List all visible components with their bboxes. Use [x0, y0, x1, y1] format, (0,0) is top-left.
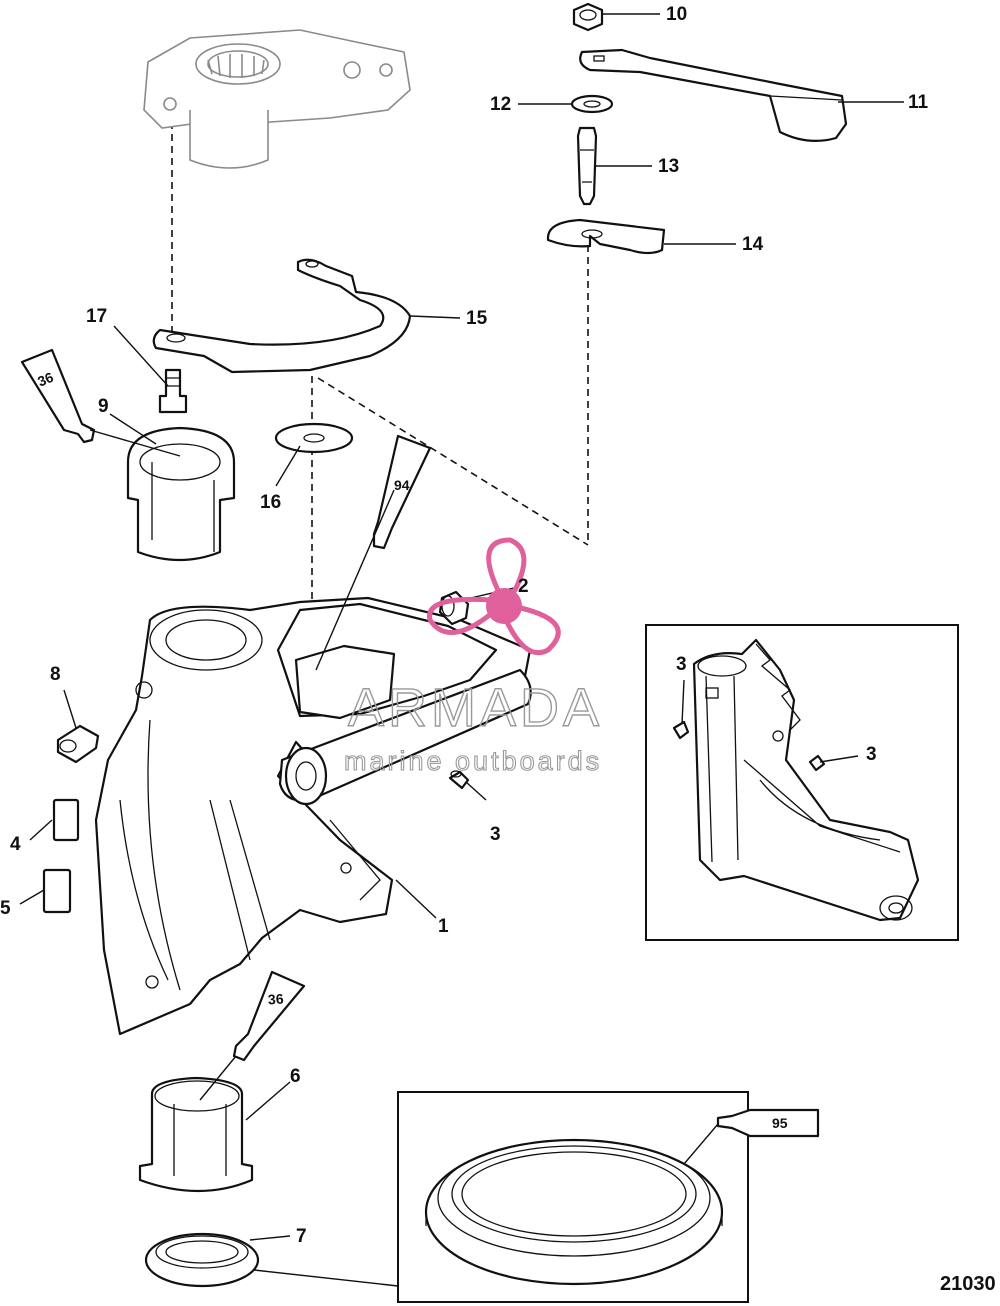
- grease-fitting: [448, 770, 470, 790]
- ghost-steering-arm: [143, 29, 411, 169]
- callout-12: 12: [490, 94, 511, 115]
- swivel-bracket: [94, 596, 532, 1036]
- lower-seal: [144, 1232, 260, 1288]
- friction-plate: [546, 218, 666, 255]
- seal-detail-box: [397, 1091, 749, 1303]
- callout-5: 5: [0, 898, 11, 919]
- pad-5: [42, 868, 72, 914]
- callout-13: 13: [658, 156, 679, 177]
- leader-lines: [19, 13, 904, 1287]
- washer-small: [570, 94, 614, 114]
- watermark-tagline: marine outboards: [344, 746, 602, 776]
- callout-9: 9: [98, 396, 109, 417]
- callout-14: 14: [742, 234, 764, 255]
- tube-labels: 36 36 94 95: [35, 369, 788, 1131]
- watermark-brand: ARMADA: [348, 678, 603, 738]
- bracket-detail-box: [645, 624, 959, 941]
- shoulder-bolt: [158, 368, 188, 414]
- lower-bushing: [138, 1076, 254, 1193]
- figure-id: 21030: [940, 1273, 996, 1295]
- callout-11: 11: [908, 92, 929, 113]
- callout-3-detail-left: 3: [676, 654, 687, 675]
- callout-4: 4: [10, 834, 21, 855]
- watermark: ARMADA marine outboards: [343, 537, 603, 777]
- tube-label-detail: 95: [772, 1115, 788, 1131]
- callout-3-main: 3: [490, 824, 501, 845]
- callout-15: 15: [466, 308, 488, 329]
- friction-lever: [579, 48, 848, 143]
- callout-10: 10: [666, 4, 687, 25]
- tube-label-lower-left: 36: [267, 990, 284, 1007]
- tube-upper-left: [20, 348, 96, 444]
- callout-2: 2: [518, 576, 529, 597]
- tube-label-center: 94: [394, 477, 410, 493]
- propeller-logo: [427, 537, 561, 656]
- washer-large: [274, 422, 354, 454]
- steering-bracket: [152, 258, 412, 374]
- callout-16: 16: [260, 492, 281, 513]
- pad-4: [52, 798, 80, 842]
- callout-1: 1: [438, 916, 449, 937]
- tube-label-upper-left: 36: [35, 369, 56, 390]
- tube-detail: [716, 1108, 820, 1138]
- upper-bushing: [126, 426, 236, 562]
- allen-screw: [56, 724, 100, 764]
- assembly-lines: [171, 110, 589, 650]
- callout-7: 7: [296, 1226, 307, 1247]
- callout-6: 6: [290, 1066, 301, 1087]
- tube-lower-left: [232, 970, 306, 1062]
- lock-nut: [572, 2, 604, 32]
- callout-3-detail-right: 3: [866, 744, 877, 765]
- callout-numbers: 1 2 3 3 3 4 5 6 7 8 9 10 11 12 13 14 15 …: [0, 4, 929, 1247]
- friction-pin: [576, 126, 598, 206]
- callout-8: 8: [50, 664, 61, 685]
- tube-center: [372, 434, 432, 550]
- callout-17: 17: [86, 306, 107, 327]
